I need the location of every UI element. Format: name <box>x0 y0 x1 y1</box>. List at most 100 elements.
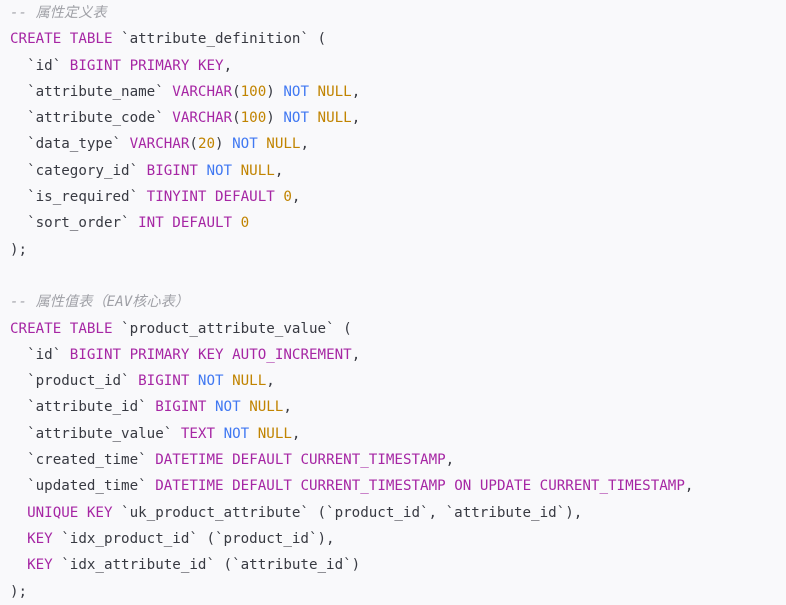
sql-keyword: KEY <box>197 57 224 74</box>
sql-keyword: DEFAULT <box>172 215 233 232</box>
sql-text <box>258 136 267 152</box>
sql-keyword: BIGINT <box>138 373 190 390</box>
sql-text: , <box>223 57 233 74</box>
sql-text: ) <box>266 110 284 127</box>
code-line: ); <box>10 579 693 605</box>
sql-text: `updated_time` <box>10 478 156 495</box>
sql-text <box>206 399 215 415</box>
code-line: `sort_order` INT DEFAULT 0 <box>10 210 693 236</box>
sql-keyword: KEY <box>27 557 53 574</box>
sql-text <box>224 373 233 389</box>
sql-text <box>10 557 27 573</box>
sql-text <box>206 189 215 205</box>
sql-text: , <box>351 110 361 127</box>
sql-text: ( <box>232 83 241 100</box>
code-line: KEY `idx_attribute_id` (`attribute_id`) <box>10 552 693 578</box>
sql-keyword: CURRENT_TIMESTAMP <box>300 478 446 495</box>
sql-not-keyword: NOT <box>283 110 309 127</box>
code-line: `attribute_name` VARCHAR(100) NOT NULL, <box>10 79 693 105</box>
sql-text <box>446 478 455 494</box>
sql-literal: NULL <box>317 110 352 127</box>
sql-text: `attribute_definition` ( <box>112 31 327 48</box>
code-line: `updated_time` DATETIME DEFAULT CURRENT_… <box>10 473 693 499</box>
code-line: `data_type` VARCHAR(20) NOT NULL, <box>10 131 693 157</box>
sql-text <box>224 478 233 494</box>
sql-literal: NULL <box>249 399 284 416</box>
sql-text: `sort_order` <box>10 215 139 232</box>
sql-text: , <box>266 373 275 390</box>
sql-keyword: TEXT <box>180 425 216 442</box>
sql-keyword: KEY <box>86 504 113 521</box>
sql-text: ) <box>266 83 284 100</box>
sql-text: `attribute_name` <box>10 83 173 100</box>
code-line: `created_time` DATETIME DEFAULT CURRENT_… <box>10 447 693 473</box>
sql-text: , <box>351 83 361 100</box>
code-line: KEY `idx_product_id` (`product_id`), <box>10 526 693 552</box>
sql-text <box>249 426 258 442</box>
sql-text: , <box>351 346 361 363</box>
sql-keyword: PRIMARY <box>129 57 190 74</box>
sql-keyword: DEFAULT <box>215 189 275 206</box>
sql-keyword: CREATE <box>10 320 62 337</box>
sql-comment: -- 属性值表（EAV核心表） <box>10 294 189 311</box>
sql-text: ( <box>189 136 198 153</box>
code-line: -- 属性值表（EAV核心表） <box>10 289 693 315</box>
code-line: UNIQUE KEY `uk_product_attribute` (`prod… <box>10 500 693 526</box>
code-line: `product_id` BIGINT NOT NULL, <box>10 368 693 394</box>
sql-literal: NULL <box>257 425 292 442</box>
code-line: `attribute_value` TEXT NOT NULL, <box>10 421 693 447</box>
sql-text: ); <box>10 583 28 600</box>
sql-text <box>224 452 233 468</box>
sql-keyword: TABLE <box>69 320 113 337</box>
sql-text <box>61 31 70 47</box>
sql-text <box>10 531 27 547</box>
code-line: CREATE TABLE `attribute_definition` ( <box>10 26 693 52</box>
sql-text: `attribute_id` <box>10 399 156 416</box>
sql-text <box>10 505 27 521</box>
sql-not-keyword: NOT <box>197 373 224 390</box>
sql-text: `attribute_code` <box>10 110 173 127</box>
sql-text <box>121 58 130 74</box>
sql-keyword: KEY <box>197 346 224 363</box>
sql-literal: 100 <box>240 110 267 127</box>
sql-text <box>309 84 318 100</box>
sql-text: `idx_product_id` (`product_id`), <box>52 530 335 547</box>
sql-keyword: PRIMARY <box>129 346 190 363</box>
sql-literal: 0 <box>283 189 292 206</box>
sql-text: `is_required` <box>10 189 147 206</box>
sql-keyword: BIGINT <box>155 399 207 416</box>
sql-text: `idx_attribute_id` (`attribute_id`) <box>52 557 361 574</box>
sql-literal: NULL <box>240 162 275 179</box>
sql-text <box>121 347 130 363</box>
sql-text <box>164 215 173 231</box>
sql-not-keyword: NOT <box>223 425 250 442</box>
sql-keyword: BIGINT <box>69 57 122 74</box>
sql-keyword: TINYINT <box>146 189 207 206</box>
sql-keyword: TABLE <box>69 31 113 48</box>
sql-text: , <box>445 452 455 469</box>
sql-keyword: DEFAULT <box>232 478 292 495</box>
sql-text: `product_id` <box>10 373 139 390</box>
sql-literal: 20 <box>197 136 216 153</box>
sql-text: , <box>291 189 301 206</box>
sql-text <box>189 58 198 74</box>
sql-not-keyword: NOT <box>283 83 309 100</box>
sql-text: ) <box>215 136 233 153</box>
sql-keyword: INT <box>138 215 164 232</box>
sql-keyword: ON <box>454 478 472 495</box>
sql-keyword: CURRENT_TIMESTAMP <box>300 452 446 469</box>
code-line: `category_id` BIGINT NOT NULL, <box>10 158 693 184</box>
code-line <box>10 263 693 289</box>
sql-keyword: VARCHAR <box>129 136 190 153</box>
sql-not-keyword: NOT <box>206 162 233 179</box>
sql-text: , <box>300 136 310 153</box>
sql-text: `category_id` <box>10 162 147 179</box>
sql-text <box>189 347 198 363</box>
sql-text: , <box>684 478 694 495</box>
sql-text: `data_type` <box>10 136 130 153</box>
sql-text: `created_time` <box>10 452 156 469</box>
sql-keyword: AUTO_INCREMENT <box>232 346 352 363</box>
sql-text <box>471 478 480 494</box>
sql-text <box>309 110 318 126</box>
